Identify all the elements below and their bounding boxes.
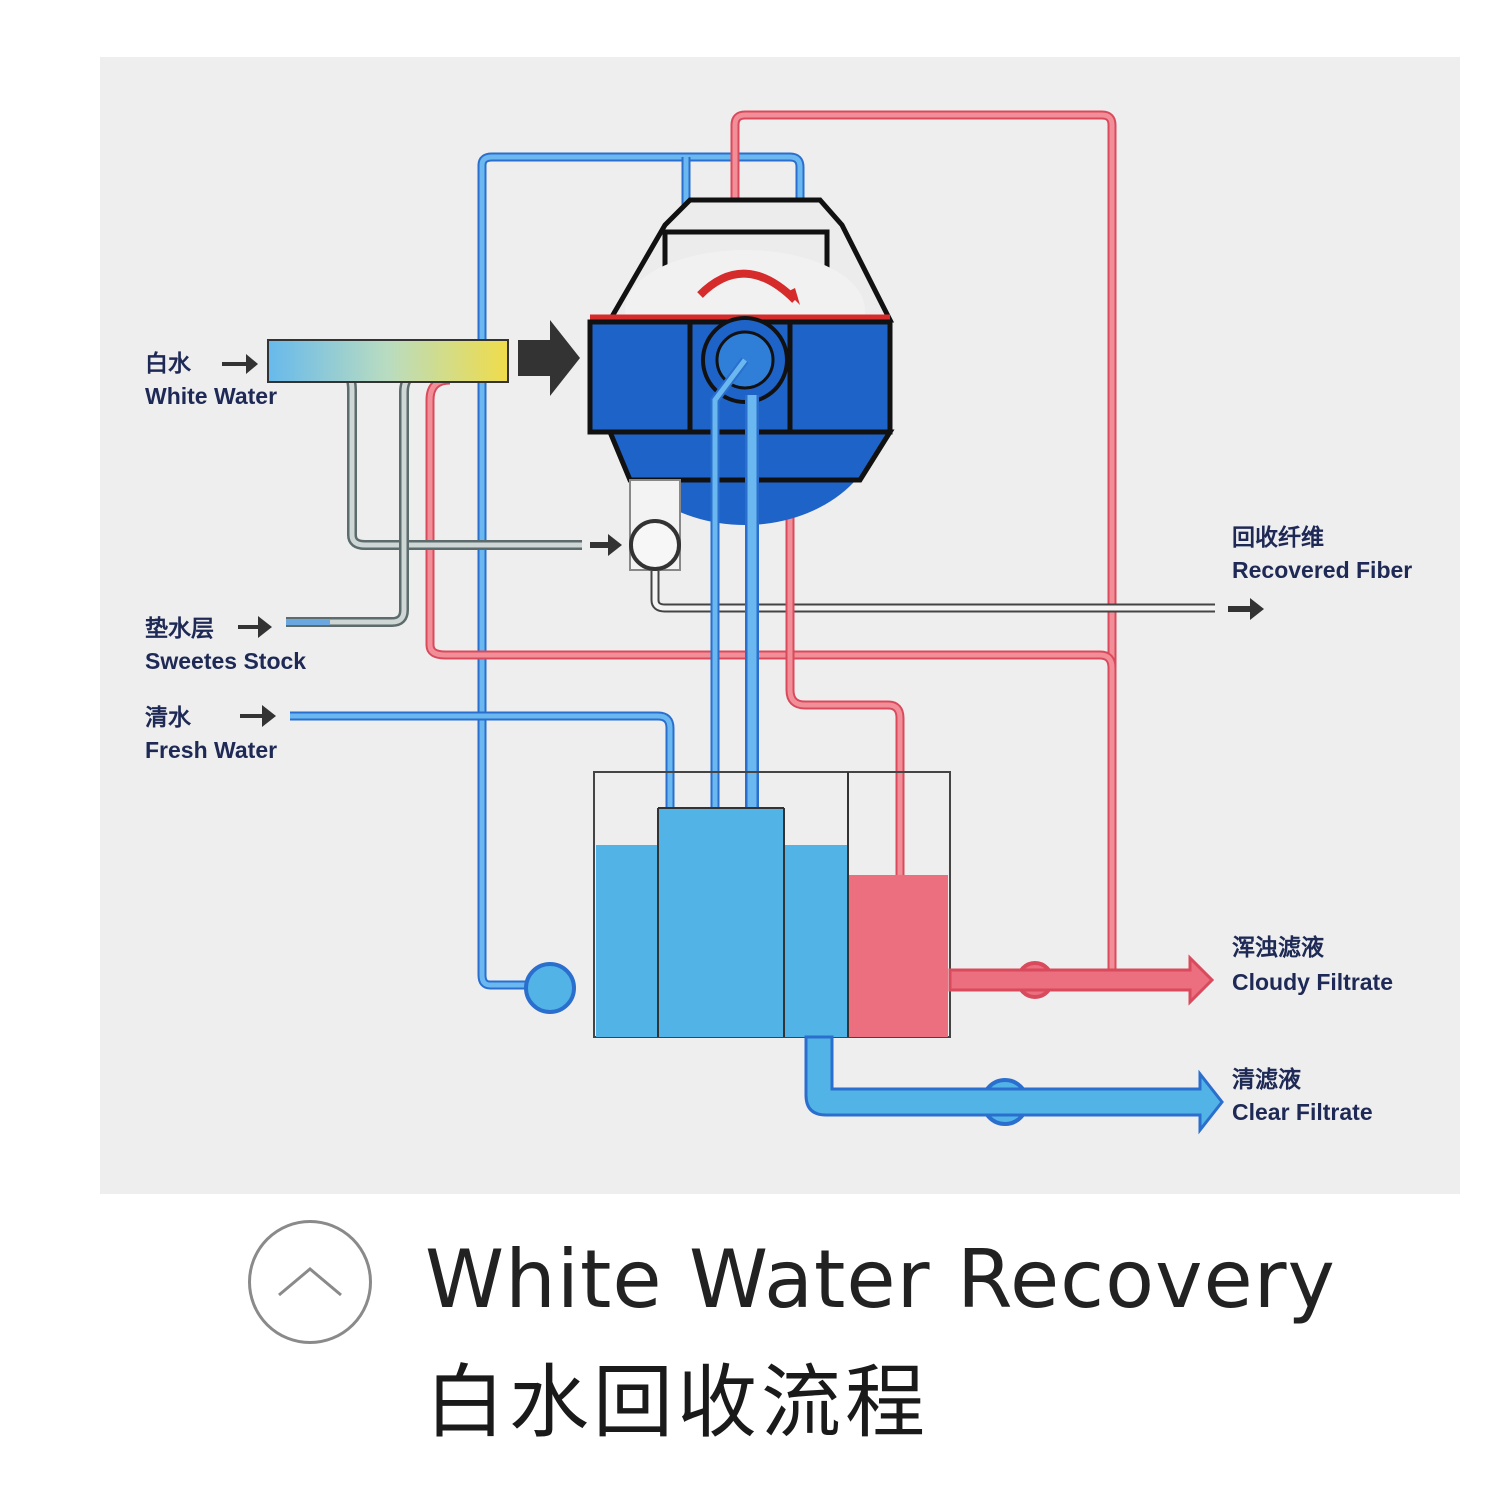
chevron-up-icon: [278, 1267, 342, 1297]
stock-arrow-icon: [590, 534, 622, 556]
fresh-water-arrow-icon: [240, 705, 276, 727]
recovered-fiber-label-en: Recovered Fiber: [1232, 557, 1412, 583]
white-water-label-cn: 白水: [145, 350, 192, 377]
return-pump-icon: [524, 962, 576, 1014]
filtrate-tank: [593, 771, 951, 1038]
white-water-label-en: White Water: [145, 383, 277, 409]
white-water-arrow-icon: [222, 354, 258, 374]
recovered-fiber-label-cn: 回收纤维: [1232, 524, 1324, 551]
fresh-water-label-en: Fresh Water: [145, 737, 277, 763]
clear-filtrate-label-en: Clear Filtrate: [1232, 1099, 1373, 1125]
white-water-inlet-box: [267, 339, 509, 383]
fresh-water-label-cn: 清水: [145, 705, 192, 731]
scroll-up-button[interactable]: [248, 1220, 372, 1344]
caption-title-cn: 白水回收流程: [425, 1356, 929, 1449]
caption-title-en: White Water Recovery: [425, 1233, 1336, 1326]
sweetener-label-cn: 垫水层: [145, 616, 214, 642]
cloudy-filtrate-label-cn: 浑浊滤液: [1232, 934, 1324, 961]
fiber-arrow-icon: [1228, 598, 1264, 620]
clear-filtrate-label-cn: 清滤液: [1232, 1066, 1301, 1093]
sweetener-arrow-icon: [238, 616, 272, 638]
sweetener-label-en: Sweetes Stock: [145, 648, 306, 674]
cloudy-filtrate-label-en: Cloudy Filtrate: [1232, 969, 1393, 995]
inlet-arrow-icon: [518, 320, 580, 396]
